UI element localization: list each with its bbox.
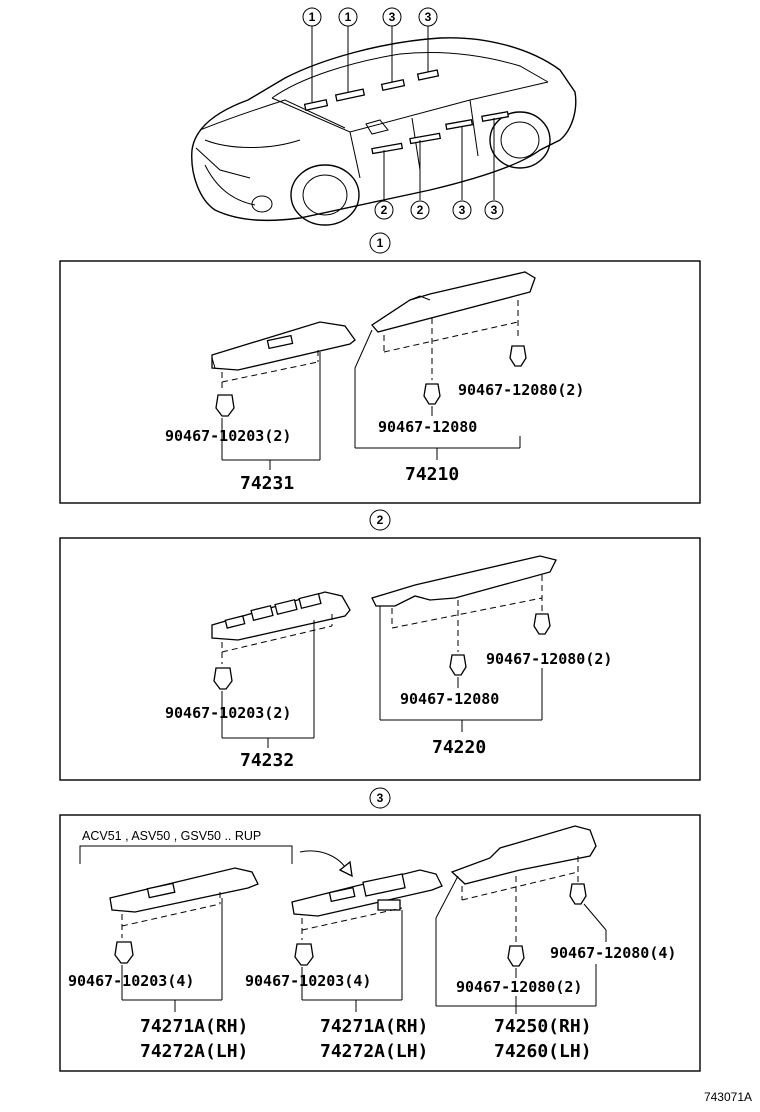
- part-number: 74250(RH): [494, 1016, 592, 1037]
- callout-circle: [410, 200, 430, 220]
- callout-number: 3: [425, 10, 432, 24]
- callout-number: 1: [309, 10, 316, 24]
- clip-icon: [213, 667, 233, 690]
- part-number: 74231: [240, 473, 294, 494]
- callout-number: 3: [389, 10, 396, 24]
- callout-number: 2: [381, 203, 388, 217]
- arrow-icon: [338, 860, 353, 878]
- illustration-id: 743071A: [704, 1090, 752, 1104]
- switch-bezel-part: [211, 591, 351, 641]
- clip-part-number: 90467-12080: [400, 690, 499, 708]
- model-note: ACV51 , ASV50 , GSV50 .. RUP: [82, 829, 261, 843]
- section-marker: [369, 509, 391, 531]
- section-frame: [59, 537, 701, 781]
- garnish-part: [371, 555, 557, 607]
- clip-icon: [449, 654, 467, 676]
- clip-part-number: 90467-10203(4): [68, 972, 194, 990]
- section-frame: [59, 260, 701, 504]
- part-number: 74271A(RH): [320, 1016, 428, 1037]
- callout-number: 1: [345, 10, 352, 24]
- clip-part-number: 90467-10203(4): [245, 972, 371, 990]
- section-marker: [369, 787, 391, 809]
- clip-part-number: 90467-12080: [378, 418, 477, 436]
- clip-icon: [294, 943, 314, 966]
- clip-part-number: 90467-12080(4): [550, 944, 676, 962]
- callout-number: 3: [491, 203, 498, 217]
- section-marker-number: 1: [377, 236, 384, 250]
- callout-circle: [382, 7, 402, 27]
- callout-circle: [374, 200, 394, 220]
- clip-part-number: 90467-12080(2): [458, 381, 584, 399]
- part-number: 74272A(LH): [140, 1041, 248, 1062]
- part-number: 74210: [405, 464, 459, 485]
- callout-circle: [418, 7, 438, 27]
- clip-icon: [509, 345, 527, 367]
- callout-circle: [452, 200, 472, 220]
- part-number: 74272A(LH): [320, 1041, 428, 1062]
- switch-bezel-part: [109, 867, 259, 913]
- clip-part-number: 90467-10203(2): [165, 704, 291, 722]
- section-marker-number: 2: [377, 513, 384, 527]
- clip-icon: [507, 945, 525, 967]
- section-1: 1 90467-10203(2) 74231 904: [59, 232, 701, 504]
- section-2: 2 90467-10203(2) 74232 90467-12080 90467…: [59, 509, 701, 781]
- clip-icon: [569, 883, 587, 905]
- callout-circle: [484, 200, 504, 220]
- clip-icon: [114, 941, 134, 964]
- section-marker: [369, 232, 391, 254]
- section-frame: [59, 814, 701, 1072]
- clip-icon: [215, 394, 235, 417]
- section-marker-number: 3: [377, 791, 384, 805]
- garnish-part: [371, 271, 536, 333]
- clip-part-number: 90467-12080(2): [456, 978, 582, 996]
- part-number: 74260(LH): [494, 1041, 592, 1062]
- part-number: 74271A(RH): [140, 1016, 248, 1037]
- clip-icon: [423, 383, 441, 405]
- callout-number: 3: [459, 203, 466, 217]
- clip-part-number: 90467-12080(2): [486, 650, 612, 668]
- callout-number: 2: [417, 203, 424, 217]
- callout-circle: [338, 7, 358, 27]
- garnish-part: [450, 825, 597, 885]
- part-number: 74232: [240, 750, 294, 771]
- clip-icon: [533, 613, 551, 635]
- part-number: 74220: [432, 737, 486, 758]
- car-illustration: 1 1 3 3 2 2 3 3: [191, 7, 577, 226]
- section-3: 3 ACV51 , ASV50 , GSV50 .. RUP 90467-102…: [59, 787, 701, 1072]
- clip-part-number: 90467-10203(2): [165, 427, 291, 445]
- callout-circle: [302, 7, 322, 27]
